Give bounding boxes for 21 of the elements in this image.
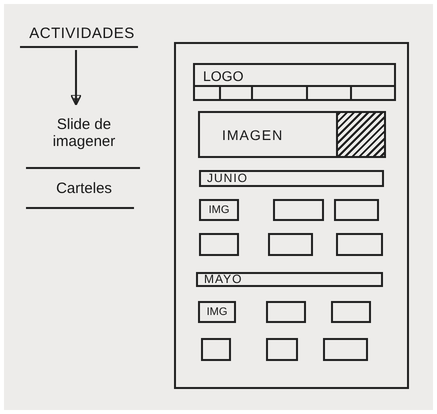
image-placeholder (266, 338, 298, 361)
image-placeholder (336, 233, 383, 256)
menu-item: Slide de imagener (32, 104, 136, 162)
image-banner: IMAGEN (198, 111, 386, 158)
image-placeholder (201, 338, 231, 361)
section-header: JUNIO (199, 170, 384, 187)
image-placeholder (199, 233, 239, 256)
image-placeholder (273, 199, 324, 221)
thumbnail-frame: IMG (199, 199, 239, 221)
image-placeholder (334, 199, 379, 221)
arrow (70, 50, 82, 106)
page-frame (174, 42, 409, 389)
menu-title: ACTIVIDADES (22, 22, 142, 44)
image-placeholder (266, 301, 306, 323)
thumbnail-frame: IMG (198, 301, 236, 323)
section-header: MAYO (196, 272, 383, 287)
image-placeholder (331, 301, 371, 323)
image-placeholder (268, 233, 313, 256)
header-bar: LOGO (193, 63, 396, 101)
image-placeholder (323, 338, 368, 361)
menu-item: Carteles (34, 174, 134, 202)
